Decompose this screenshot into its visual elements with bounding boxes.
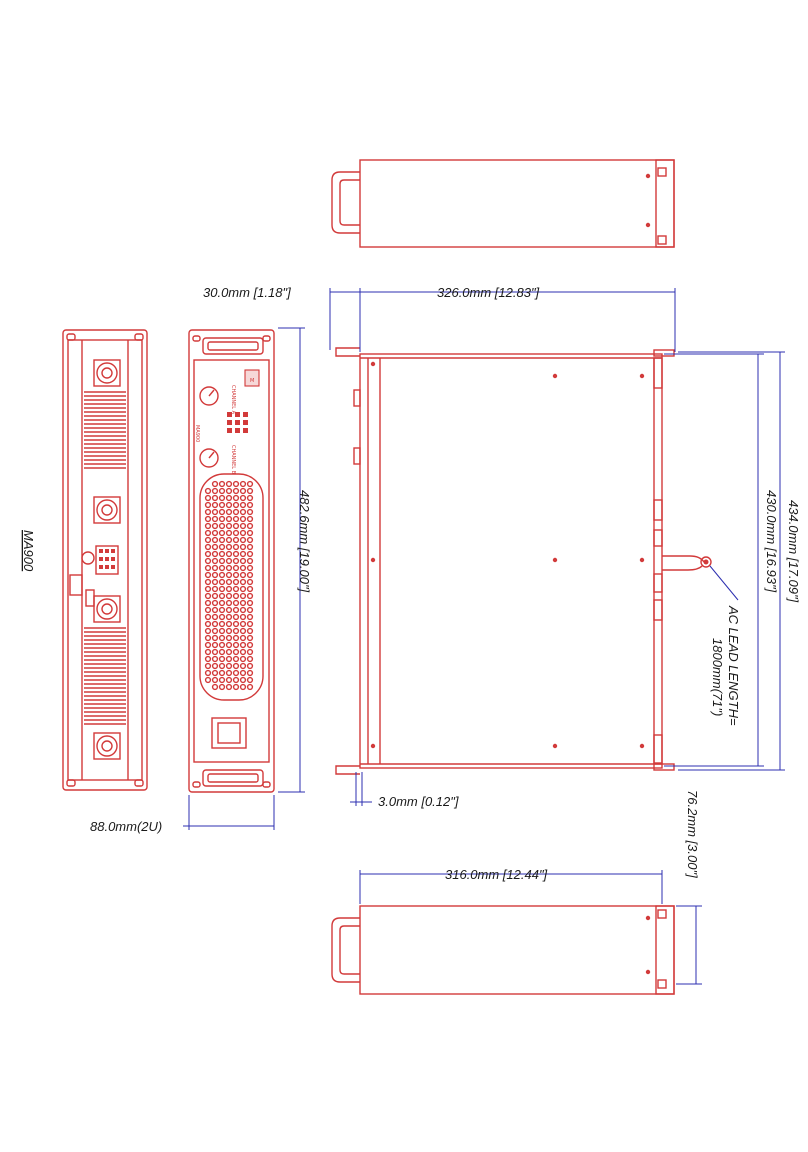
led-indicator (243, 420, 248, 425)
speakon-connector-4 (93, 732, 121, 760)
ac-lead (662, 555, 712, 571)
led-indicator (235, 428, 240, 433)
dim-ac-lead-line1: AC LEAD LENGTH= (726, 605, 741, 726)
dim-rack-width: 482.6mm [19.00"] (297, 490, 312, 593)
led-indicator (227, 420, 232, 425)
led-indicator (227, 428, 232, 433)
power-switch[interactable] (211, 717, 247, 749)
side-view-top (331, 159, 675, 248)
dim-rear-offset: 3.0mm [0.12"] (378, 794, 459, 809)
terminal-block (95, 545, 119, 575)
model-title: MA900 (21, 530, 36, 572)
dim-ac-lead-line2: 1800mm(71") (710, 638, 725, 716)
speakon-connector-2 (93, 496, 121, 524)
front-knob-label-b: CHANNEL B (230, 445, 236, 475)
dim-body-width: 430.0mm [16.93"] (764, 490, 779, 593)
dip-switch-block (69, 574, 83, 596)
dim-overall-width: 434.0mm [17.09"] (786, 500, 801, 603)
front-grille (199, 473, 264, 701)
ground-post (81, 551, 95, 565)
martin-logo (244, 369, 260, 387)
dim-body-depth: 326.0mm [12.83"] (437, 285, 540, 300)
speakon-connector-1 (93, 359, 121, 387)
dim-side-depth: 316.0mm [12.44"] (445, 867, 548, 882)
dim-handle-depth: 30.0mm [1.18"] (203, 285, 291, 300)
led-indicator (235, 420, 240, 425)
indicator-leds (227, 412, 248, 433)
front-handle-top (202, 337, 264, 355)
dimension-labels: 482.6mm [19.00"] 88.0mm(2U) 30.0mm [1.18… (90, 285, 801, 882)
gain-knob-a[interactable] (199, 386, 219, 406)
led-indicator (227, 412, 232, 417)
led-indicator (243, 428, 248, 433)
front-panel-view: M MA900 CHANNEL A CHANNEL B (188, 329, 275, 793)
gain-knob-b[interactable] (199, 448, 219, 468)
front-knob-label-a: CHANNEL A (230, 385, 236, 415)
dimension-lines (183, 288, 785, 985)
logo-plate (85, 589, 95, 607)
dim-height-2u: 88.0mm(2U) (90, 819, 162, 834)
front-handle-bottom (202, 769, 264, 787)
speakon-connector-3 (93, 595, 121, 623)
side-view-bottom (331, 905, 675, 995)
led-indicator (235, 412, 240, 417)
led-indicator (243, 412, 248, 417)
svg-text:M: M (250, 378, 254, 384)
plan-view (335, 347, 712, 775)
rear-panel-view (62, 329, 148, 791)
front-model-text: MA900 (194, 425, 200, 442)
dim-side-height: 76.2mm [3.00"] (685, 790, 700, 878)
